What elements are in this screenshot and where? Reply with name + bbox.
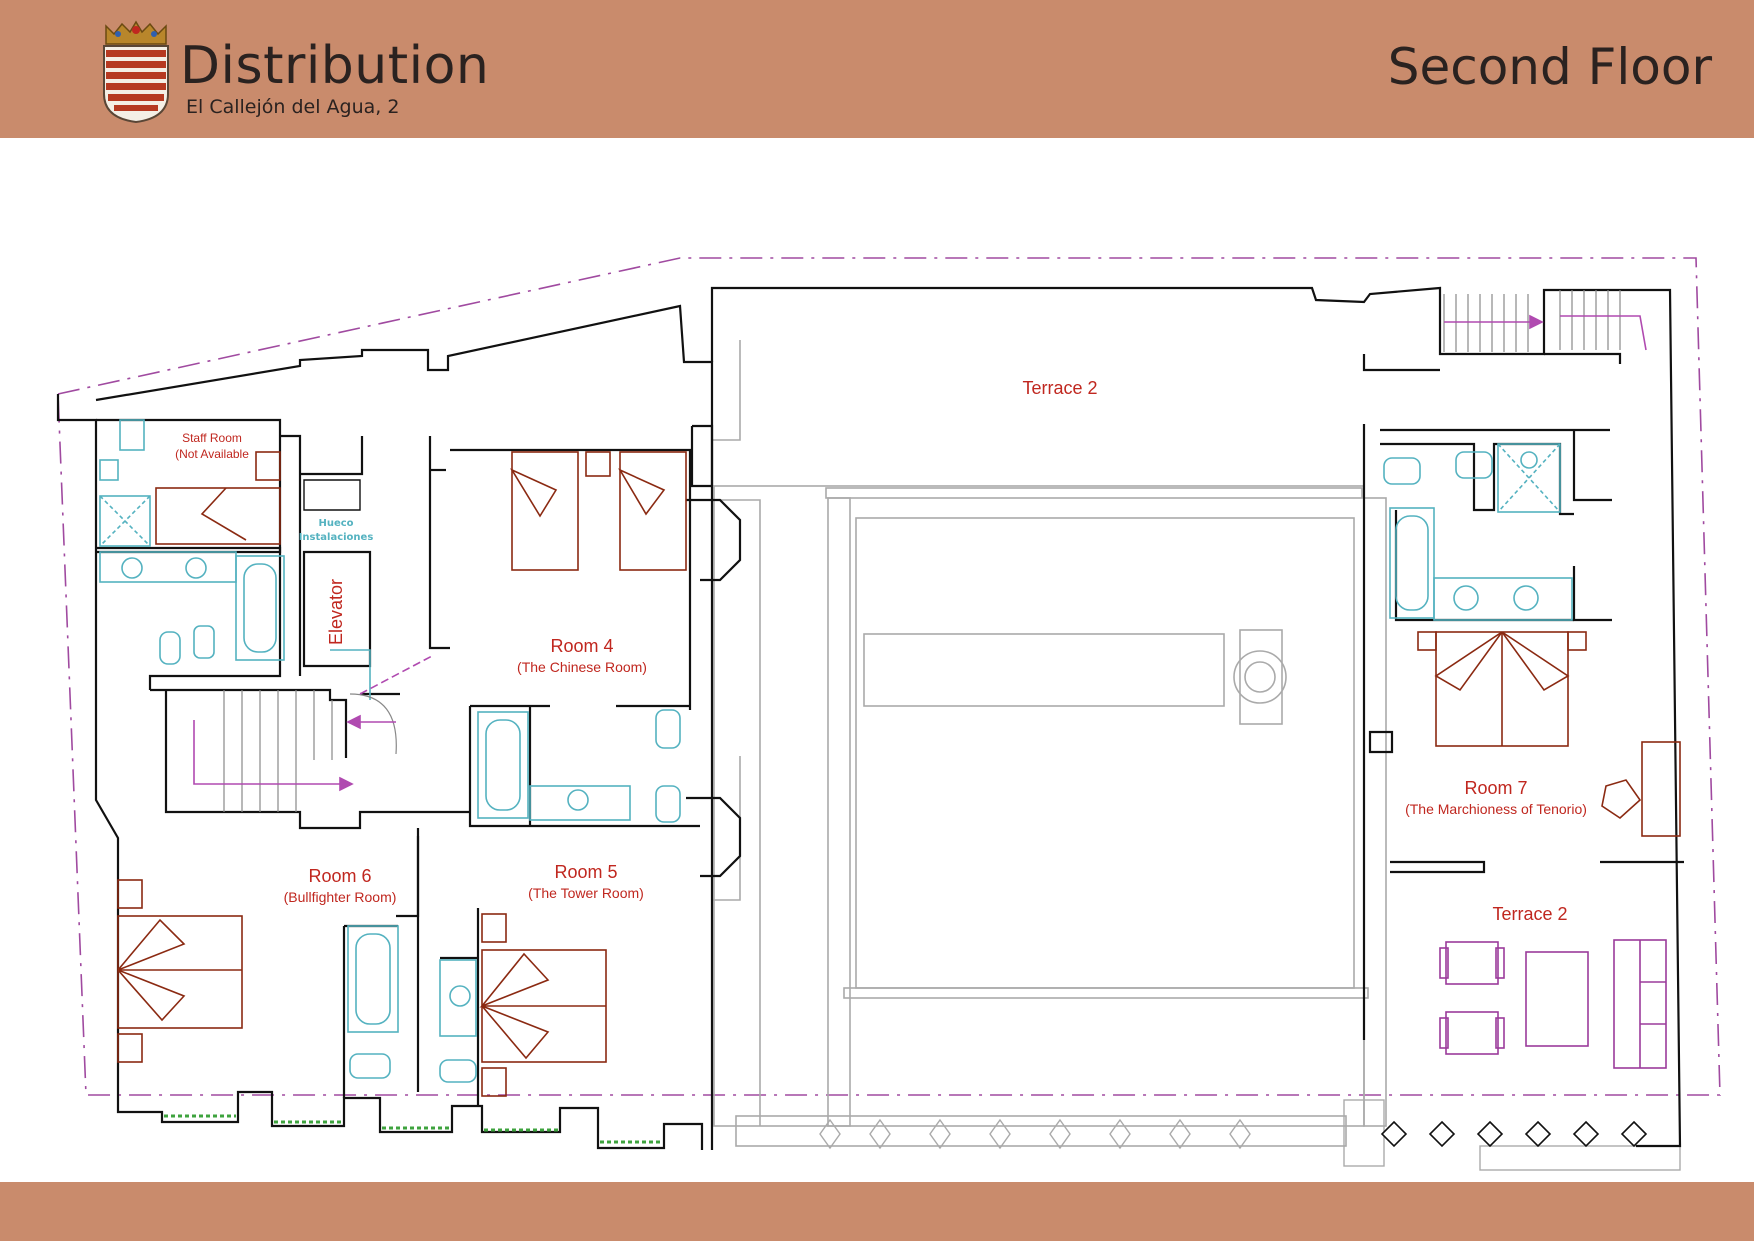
stairs	[223, 290, 1621, 812]
room5-subtitle: (The Tower Room)	[528, 885, 644, 901]
address-subtitle: El Callejón del Agua, 2	[186, 96, 400, 118]
room6-name: Room 6	[308, 866, 371, 886]
balustrade	[819, 1099, 1681, 1171]
furniture	[117, 451, 1681, 1097]
room6-subtitle: (Bullfighter Room)	[284, 889, 397, 905]
terrace-balustrade	[1380, 1120, 1648, 1148]
header-band	[0, 0, 1754, 138]
windows	[164, 1114, 662, 1144]
page-title: Distribution	[180, 36, 490, 96]
staff-room-note: (Not Available	[175, 447, 249, 461]
coat-of-arms-icon	[103, 20, 169, 124]
room5-name: Room 5	[554, 862, 617, 882]
hueco-label: Hueco	[318, 518, 353, 529]
terrace-bottom-label: Terrace 2	[1492, 904, 1567, 924]
room7-name: Room 7	[1464, 778, 1527, 798]
walls	[56, 286, 1684, 1150]
courtyard	[712, 340, 1387, 1147]
footer-band	[0, 1182, 1754, 1241]
stair-arrows	[193, 314, 1647, 792]
bath-fixtures	[99, 419, 1573, 1083]
room4-name: Room 4	[550, 636, 613, 656]
property-boundary	[57, 257, 1721, 1096]
instalaciones-label: Instalaciones	[299, 532, 374, 543]
room7-subtitle: (The Marchioness of Tenorio)	[1405, 801, 1587, 817]
floor-title: Second Floor	[1387, 38, 1712, 96]
terrace-furniture	[1439, 939, 1667, 1069]
room4-subtitle: (The Chinese Room)	[517, 659, 647, 675]
staff-room-label: Staff Room	[182, 431, 242, 445]
terrace-top-label: Terrace 2	[1022, 378, 1097, 398]
elevator-label: Elevator	[326, 579, 346, 645]
